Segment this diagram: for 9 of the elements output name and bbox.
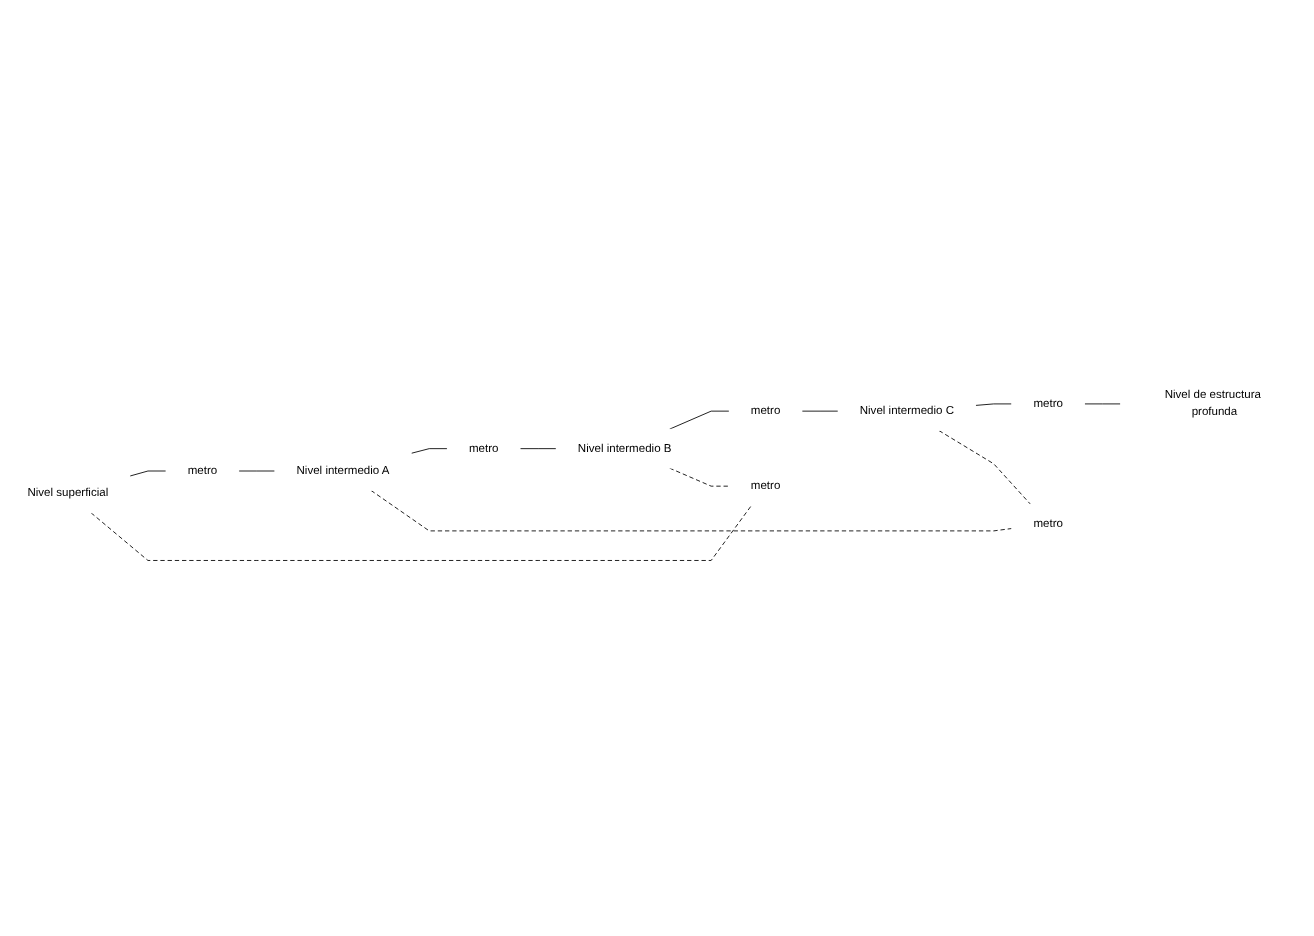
connector xyxy=(410,448,448,454)
connector xyxy=(975,403,1013,406)
connector xyxy=(669,410,730,430)
connector xyxy=(129,470,167,477)
connector xyxy=(519,448,557,449)
connector xyxy=(370,489,1013,532)
connector xyxy=(90,505,752,561)
connector xyxy=(669,467,730,487)
connector xyxy=(938,430,1031,505)
